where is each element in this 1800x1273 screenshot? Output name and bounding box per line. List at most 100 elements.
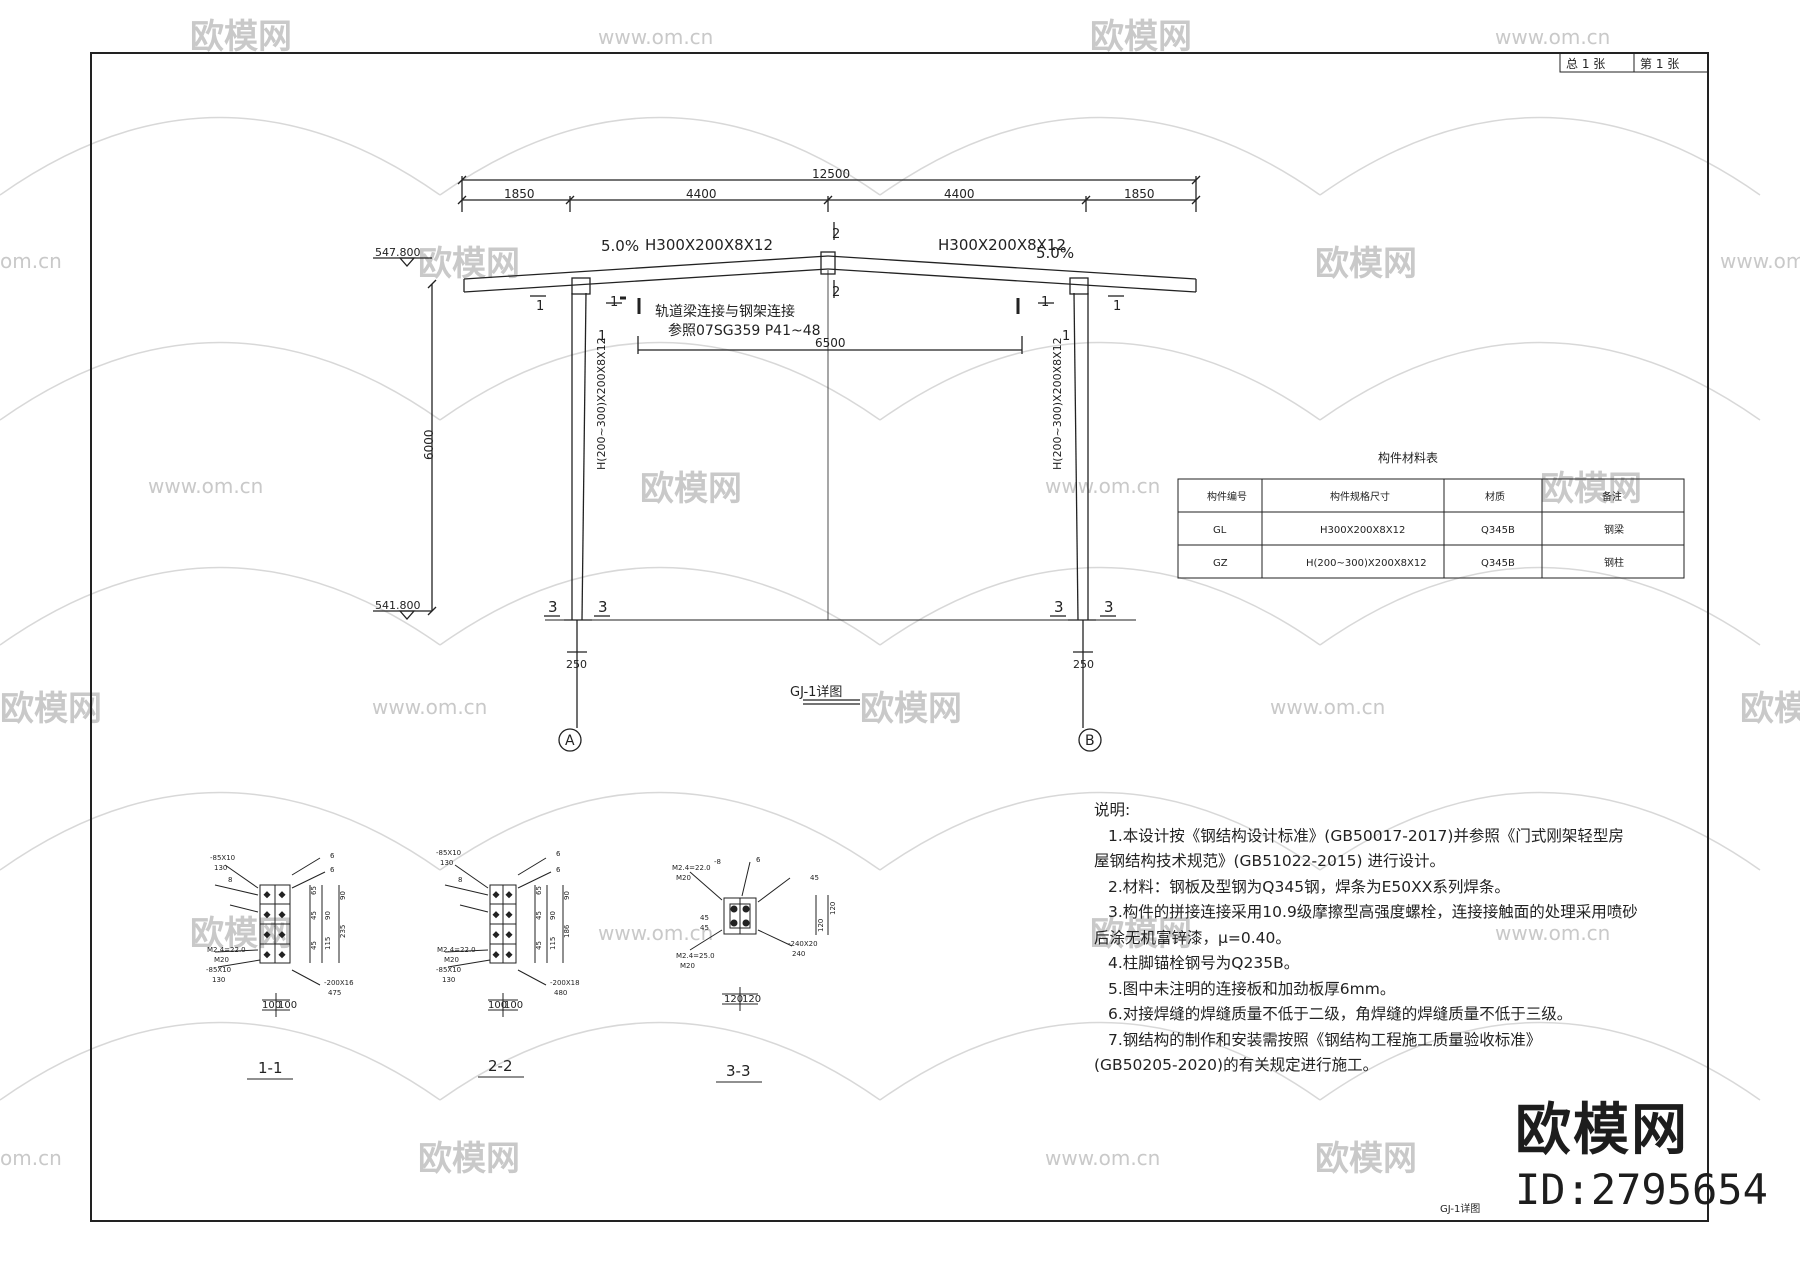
frame-title: GJ-1详图 bbox=[790, 685, 842, 700]
svg-text:45: 45 bbox=[810, 874, 819, 882]
svg-text:M20: M20 bbox=[676, 874, 691, 882]
section-mark-1e: 1 bbox=[598, 329, 606, 344]
watermark-brand: 欧模网 bbox=[190, 17, 292, 57]
watermark-brand: 欧模网 bbox=[1315, 1139, 1417, 1179]
watermark-url: www.om.cn bbox=[148, 474, 263, 498]
watermark-brand: 欧模网 bbox=[1740, 689, 1800, 729]
svg-text:M2.4=22.0: M2.4=22.0 bbox=[207, 946, 246, 954]
section-1-1-dim-a: 100 bbox=[262, 1000, 281, 1011]
elevation-bottom: 541.800 bbox=[375, 599, 421, 612]
svg-text:-240X20: -240X20 bbox=[788, 940, 818, 948]
dim-seg3: 4400 bbox=[944, 187, 975, 201]
section-mark-2b: 2 bbox=[832, 285, 840, 300]
watermark-url: www.om.cn bbox=[1495, 921, 1610, 945]
page-count-box bbox=[1559, 52, 1709, 73]
dim-col-a: 250 bbox=[566, 658, 587, 671]
table-header-cell: 构件编号 bbox=[1207, 490, 1247, 503]
svg-text:65: 65 bbox=[310, 886, 318, 895]
brand-id: ID:2795654 bbox=[1515, 1165, 1768, 1214]
dim-col-b: 250 bbox=[1073, 658, 1094, 671]
section-1-1-bolts bbox=[263, 891, 286, 959]
dim-seg4: 1850 bbox=[1124, 187, 1155, 201]
note-line: (GB50205-2020)的有关规定进行施工。 bbox=[1094, 1056, 1379, 1074]
sheet-title-small: GJ-1详图 bbox=[1440, 1202, 1480, 1215]
svg-text:115: 115 bbox=[324, 937, 332, 950]
table-cell: Q345B bbox=[1481, 558, 1515, 569]
brand-logo-text: 欧模网 bbox=[1515, 1098, 1689, 1163]
material-table-grid bbox=[1177, 478, 1685, 579]
section-mark-3d: 3 bbox=[1104, 598, 1114, 616]
beam-right-label: H300X200X8X12 bbox=[938, 236, 1066, 254]
svg-text:8: 8 bbox=[458, 876, 462, 884]
svg-text:6: 6 bbox=[330, 866, 335, 874]
svg-text:90: 90 bbox=[324, 911, 332, 920]
watermark-brand: 欧模网 bbox=[0, 689, 102, 729]
table-header-cell: 材质 bbox=[1485, 490, 1505, 503]
slope-left: 5.0% bbox=[601, 237, 639, 255]
table-cell: 钢梁 bbox=[1604, 523, 1624, 536]
svg-text:6: 6 bbox=[556, 850, 561, 858]
svg-text:-85X10: -85X10 bbox=[206, 966, 231, 974]
section-1-1-labels: -85X10 130 6 8 6 M2.4=22.0 M20 -85X10 13… bbox=[206, 852, 354, 1011]
notes-heading: 说明: bbox=[1094, 801, 1131, 819]
watermark-text-layer: 欧模网 欧模网 欧模网 欧模网 欧模网 欧模网 欧模网 欧模网 欧模网 欧模网 … bbox=[0, 17, 1800, 1179]
watermark-brand: 欧模网 bbox=[1540, 469, 1642, 509]
section-2-2-labels: -85X10 130 6 8 6 M2.4=22.0 M20 -85X10 13… bbox=[436, 849, 580, 1011]
table-cell: H(200~300)X200X8X12 bbox=[1306, 558, 1427, 569]
svg-text:45: 45 bbox=[535, 911, 543, 920]
table-cell: H300X200X8X12 bbox=[1320, 525, 1405, 536]
column-label-right: H(200~300)X200X8X12 bbox=[1051, 337, 1064, 470]
watermark-brand: 欧模网 bbox=[640, 469, 742, 509]
svg-text:475: 475 bbox=[328, 989, 341, 997]
watermark-url-short: om.cn bbox=[0, 249, 62, 273]
svg-text:480: 480 bbox=[554, 989, 567, 997]
section-mark-1a: 1 bbox=[536, 299, 544, 314]
svg-text:120: 120 bbox=[817, 919, 825, 932]
section-mark-3c: 3 bbox=[1054, 598, 1064, 616]
svg-text:M2.4=22.0: M2.4=22.0 bbox=[672, 864, 711, 872]
material-table: 构件编号 构件规格尺寸 材质 备注 GL H300X200X8X12 Q345B… bbox=[1207, 490, 1624, 569]
svg-text:65: 65 bbox=[535, 886, 543, 895]
sheet-border bbox=[90, 52, 1709, 1222]
svg-text:235: 235 bbox=[339, 925, 347, 938]
table-cell: 钢柱 bbox=[1604, 556, 1624, 569]
section-2-2 bbox=[444, 857, 564, 1078]
slope-right: 5.0% bbox=[1036, 244, 1074, 262]
svg-text:-8: -8 bbox=[714, 858, 721, 866]
section-1-1 bbox=[214, 857, 340, 1080]
section-3-3-dim-a: 120 bbox=[724, 994, 743, 1005]
note-line: 6.对接焊缝的焊缝质量不低于二级，角焊缝的焊缝质量不低于三级。 bbox=[1108, 1005, 1573, 1023]
svg-text:90: 90 bbox=[549, 911, 557, 920]
svg-text:115: 115 bbox=[549, 937, 557, 950]
watermark-url: www.om.cn bbox=[372, 695, 487, 719]
note-line: 4.柱脚锚栓钢号为Q235B。 bbox=[1108, 954, 1300, 972]
note-rail-line1: 轨道梁连接与钢架连接 bbox=[655, 303, 795, 320]
svg-text:6: 6 bbox=[556, 866, 561, 874]
watermark-brand: 欧模网 bbox=[1090, 914, 1192, 954]
beam-left-label: H300X200X8X12 bbox=[645, 236, 773, 254]
svg-text:130: 130 bbox=[440, 859, 453, 867]
note-line: 2.材料：钢板及型钢为Q345钢，焊条为E50XX系列焊条。 bbox=[1108, 877, 1510, 896]
section-mark-2a: 2 bbox=[832, 227, 840, 242]
note-line: 3.构件的拼接连接采用10.9级摩擦型高强度螺栓，连接接触面的处理采用喷砂 bbox=[1108, 903, 1638, 921]
svg-text:120: 120 bbox=[829, 902, 837, 915]
svg-text:-85X10: -85X10 bbox=[436, 849, 461, 857]
elevation-top: 547.800 bbox=[375, 246, 421, 259]
svg-text:M2.4=25.0: M2.4=25.0 bbox=[676, 952, 715, 960]
frame-labels: 12500 1850 4400 4400 1850 5.0% H300X200X… bbox=[375, 167, 1155, 749]
svg-text:45: 45 bbox=[535, 941, 543, 950]
section-2-2-dim-b: 100 bbox=[504, 1000, 523, 1011]
watermark-url-layer: www.om.cn www.om.cn om.cn www.om.cn www.… bbox=[0, 25, 1800, 1170]
section-3-3-bolts bbox=[730, 905, 750, 927]
table-header-cell: 构件规格尺寸 bbox=[1330, 490, 1390, 503]
svg-text:-200X16: -200X16 bbox=[324, 979, 354, 987]
svg-text:-200X18: -200X18 bbox=[550, 979, 580, 987]
svg-text:45: 45 bbox=[700, 914, 709, 922]
section-2-2-bolts bbox=[492, 891, 513, 959]
dim-span: 6500 bbox=[815, 336, 846, 350]
svg-text:90: 90 bbox=[339, 891, 347, 900]
section-mark-3a: 3 bbox=[548, 598, 558, 616]
svg-text:90: 90 bbox=[563, 891, 571, 900]
section-1-1-title: 1-1 bbox=[258, 1059, 283, 1077]
dim-seg2: 4400 bbox=[686, 187, 717, 201]
